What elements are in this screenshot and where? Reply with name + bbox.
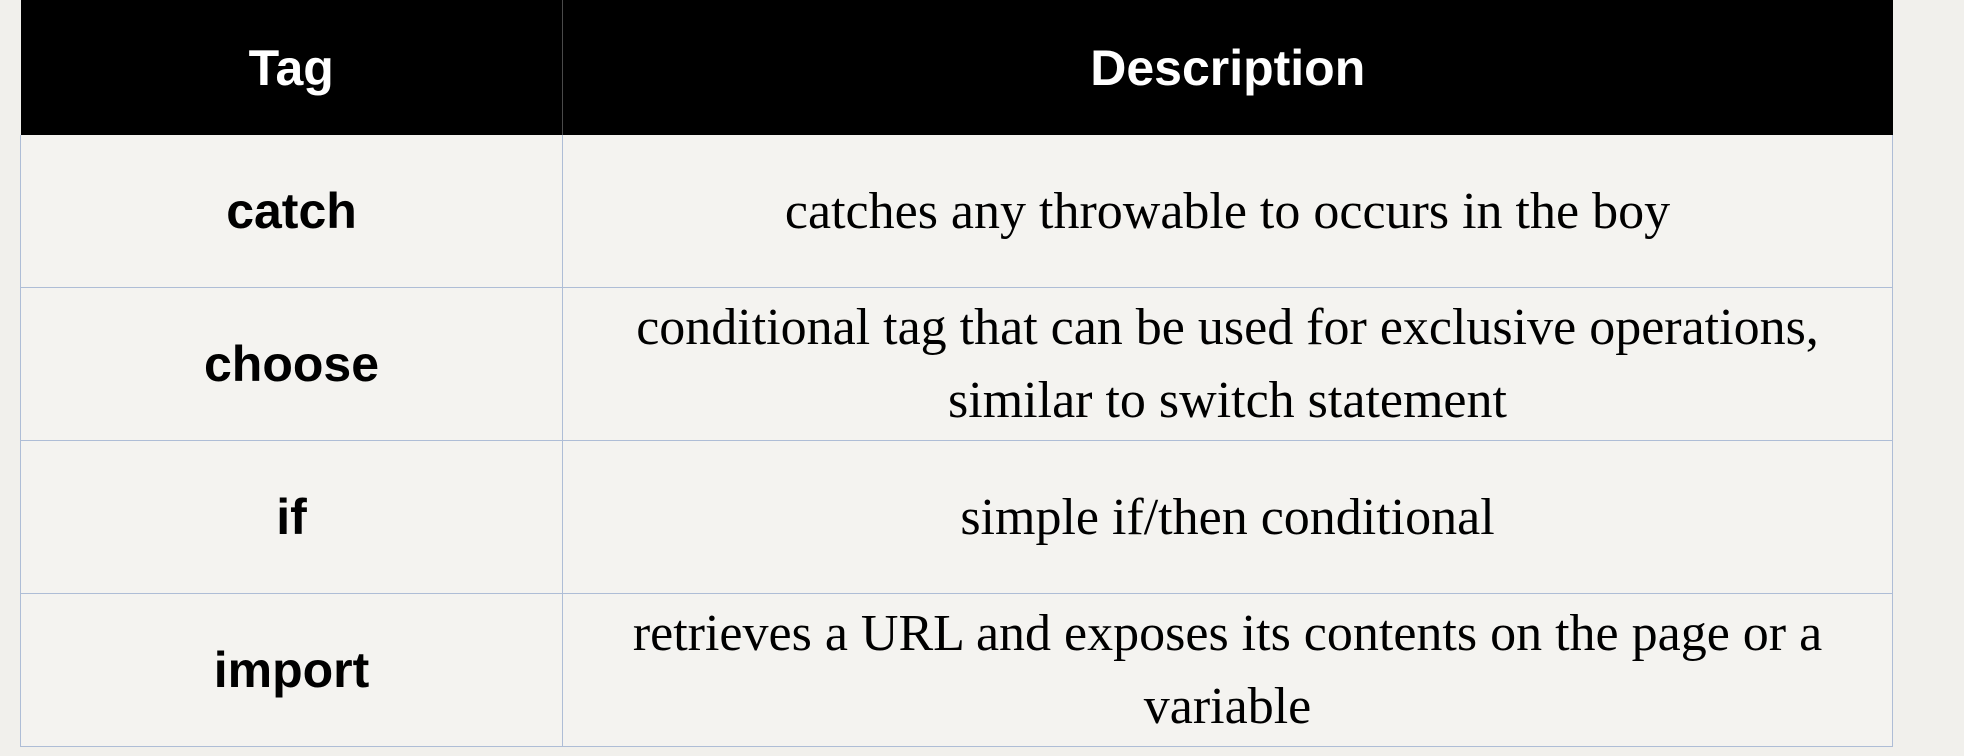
table-row: catch catches any throwable to occurs in…: [20, 135, 1893, 288]
table-body: catch catches any throwable to occurs in…: [20, 135, 1893, 747]
table-header: Tag Description: [20, 0, 1893, 135]
header-tag: Tag: [20, 0, 563, 135]
header-description: Description: [562, 0, 1893, 135]
description-cell: catches any throwable to occurs in the b…: [562, 135, 1893, 288]
header-row: Tag Description: [20, 0, 1893, 135]
description-cell: retrieves a URL and exposes its contents…: [562, 593, 1893, 747]
tag-cell: catch: [20, 135, 563, 288]
table-row: choose conditional tag that can be used …: [20, 287, 1893, 441]
table-row: import retrieves a URL and exposes its c…: [20, 593, 1893, 747]
jstl-tags-table: Tag Description catch catches any throwa…: [20, 0, 1893, 747]
tag-cell: choose: [20, 287, 563, 441]
description-cell: simple if/then conditional: [562, 440, 1893, 594]
description-cell: conditional tag that can be used for exc…: [562, 287, 1893, 441]
tag-cell: if: [20, 440, 563, 594]
tag-cell: import: [20, 593, 563, 747]
table-row: if simple if/then conditional: [20, 440, 1893, 594]
